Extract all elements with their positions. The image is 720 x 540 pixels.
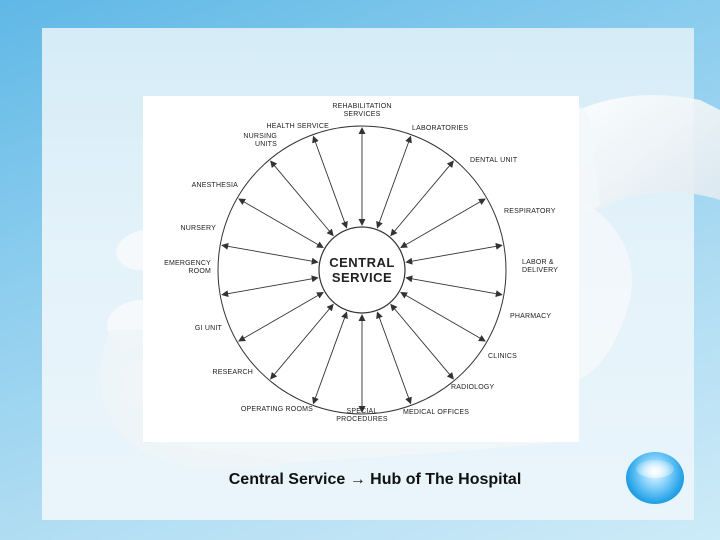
department-label: PHARMACY — [510, 313, 551, 320]
central-service-label-line2: SERVICE — [332, 270, 392, 285]
department-label: ANESTHESIA — [192, 182, 238, 189]
department-label: HEALTH SERVICE — [267, 123, 330, 130]
spoke-arrow — [376, 311, 412, 405]
spoke-arrow — [400, 198, 486, 249]
spoke-arrow — [405, 275, 503, 298]
department-label: NURSERY — [180, 225, 216, 232]
spoke-arrow — [405, 242, 503, 265]
department-label: LABORATORIES — [412, 125, 468, 132]
spoke-arrow — [390, 160, 454, 237]
spoke-arrow — [400, 291, 486, 342]
department-label: OPERATING ROOMS — [241, 406, 313, 413]
spoke-arrow — [221, 275, 319, 298]
department-label: MEDICAL OFFICES — [403, 409, 469, 416]
department-label: RESPIRATORY — [504, 208, 556, 215]
spoke-arrow — [376, 135, 412, 229]
department-label: GI UNIT — [195, 325, 223, 332]
spoke-arrow — [238, 291, 324, 342]
right-arrow-icon: → — [349, 471, 366, 488]
blue-orb-logo — [626, 452, 684, 504]
slide-caption: Central Service → Hub of The Hospital — [0, 471, 720, 489]
department-label: RADIOLOGY — [451, 384, 495, 391]
department-label: DENTAL UNIT — [470, 157, 518, 164]
caption-suffix: Hub of The Hospital — [370, 471, 522, 488]
department-label: RESEARCH — [213, 369, 254, 376]
orb-highlight — [636, 460, 674, 478]
spoke-arrow — [238, 198, 324, 249]
department-label: CLINICS — [488, 353, 517, 360]
spoke-arrow — [390, 303, 454, 380]
spoke-arrow — [270, 160, 334, 237]
caption-prefix: Central Service — [228, 471, 346, 488]
spoke-arrow — [312, 135, 348, 229]
spoke-arrow — [312, 311, 348, 405]
central-hub — [318, 226, 406, 314]
spoke-arrow — [270, 303, 334, 380]
central-service-label-line1: CENTRAL — [329, 255, 395, 270]
outer-ring — [217, 125, 507, 415]
department-label: LABOR &DELIVERY — [522, 259, 558, 274]
spoke-arrow — [221, 242, 319, 265]
